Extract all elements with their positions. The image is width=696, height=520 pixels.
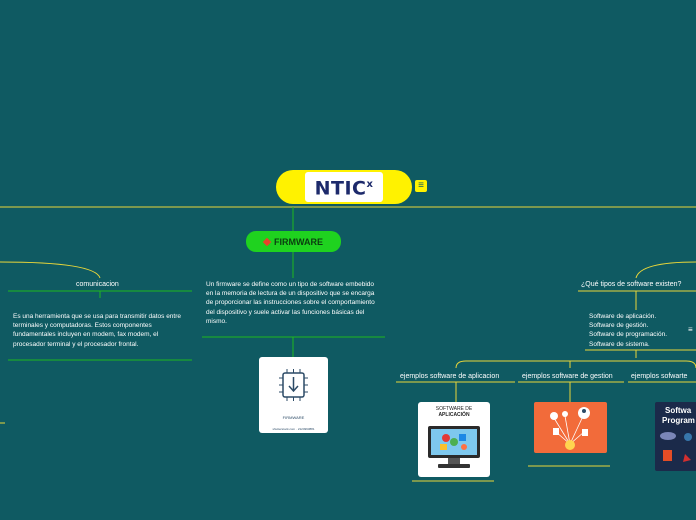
comunicacion-label[interactable]: comunicacion (76, 281, 119, 288)
firmware-node[interactable]: FIRMWARE (246, 231, 341, 252)
central-logo: NTICx (304, 172, 384, 202)
gestion-network-icon (550, 407, 590, 450)
gestion-image (534, 402, 607, 453)
firmware-label: FIRMWARE (274, 236, 323, 247)
ejemplos-gestion-label[interactable]: ejemplos software de gestion (522, 373, 613, 380)
comunicacion-text: Es una herramienta que se usa para trans… (13, 313, 182, 348)
tipos-item: Software de programación. (589, 331, 668, 339)
programacion-image: Softwa Program (655, 402, 696, 471)
firmware-image: FIRMWARE shutterstock.com · 2124993881 (259, 357, 328, 433)
tipos-item: Software de gestión. (589, 322, 649, 330)
programming-logos-icon (660, 432, 692, 462)
tipos-list: Software de aplicación. Software de gest… (589, 312, 689, 349)
firmware-image-caption: FIRMWARE (282, 415, 305, 420)
tipos-label[interactable]: ¿Qué tipos de software existen? (581, 281, 682, 288)
ejemplos-sofwarte-label[interactable]: ejemplos sofwarte (631, 373, 688, 380)
programacion-image-line1: Softwa (665, 406, 692, 415)
ejemplos-aplicacion-label[interactable]: ejemplos software de aplicacion (400, 373, 500, 380)
monitor-icon (428, 426, 480, 468)
central-title: NTIC (314, 177, 367, 200)
aplicacion-image-line1: SOFTWARE DE (435, 406, 473, 412)
notes-icon[interactable]: ≡ (688, 325, 693, 334)
firmware-image-subcaption: shutterstock.com · 2124993881 (272, 427, 315, 431)
diamond-marker-icon (262, 237, 272, 246)
aplicacion-image: SOFTWARE DE APLICACIÓN (418, 402, 490, 477)
notes-icon[interactable]: ≡ (415, 180, 427, 192)
chip-icon (279, 369, 308, 401)
central-topic[interactable]: NTICx (276, 170, 412, 204)
tipos-item: Software de aplicación. (589, 313, 657, 320)
tipos-item: Software de sistema. (589, 340, 650, 348)
programacion-image-line2: Program (662, 416, 695, 425)
firmware-definition-text: Un firmware se define como un tipo de so… (206, 281, 375, 325)
aplicacion-image-line2: APLICACIÓN (438, 412, 470, 418)
central-superscript: x (366, 179, 374, 191)
